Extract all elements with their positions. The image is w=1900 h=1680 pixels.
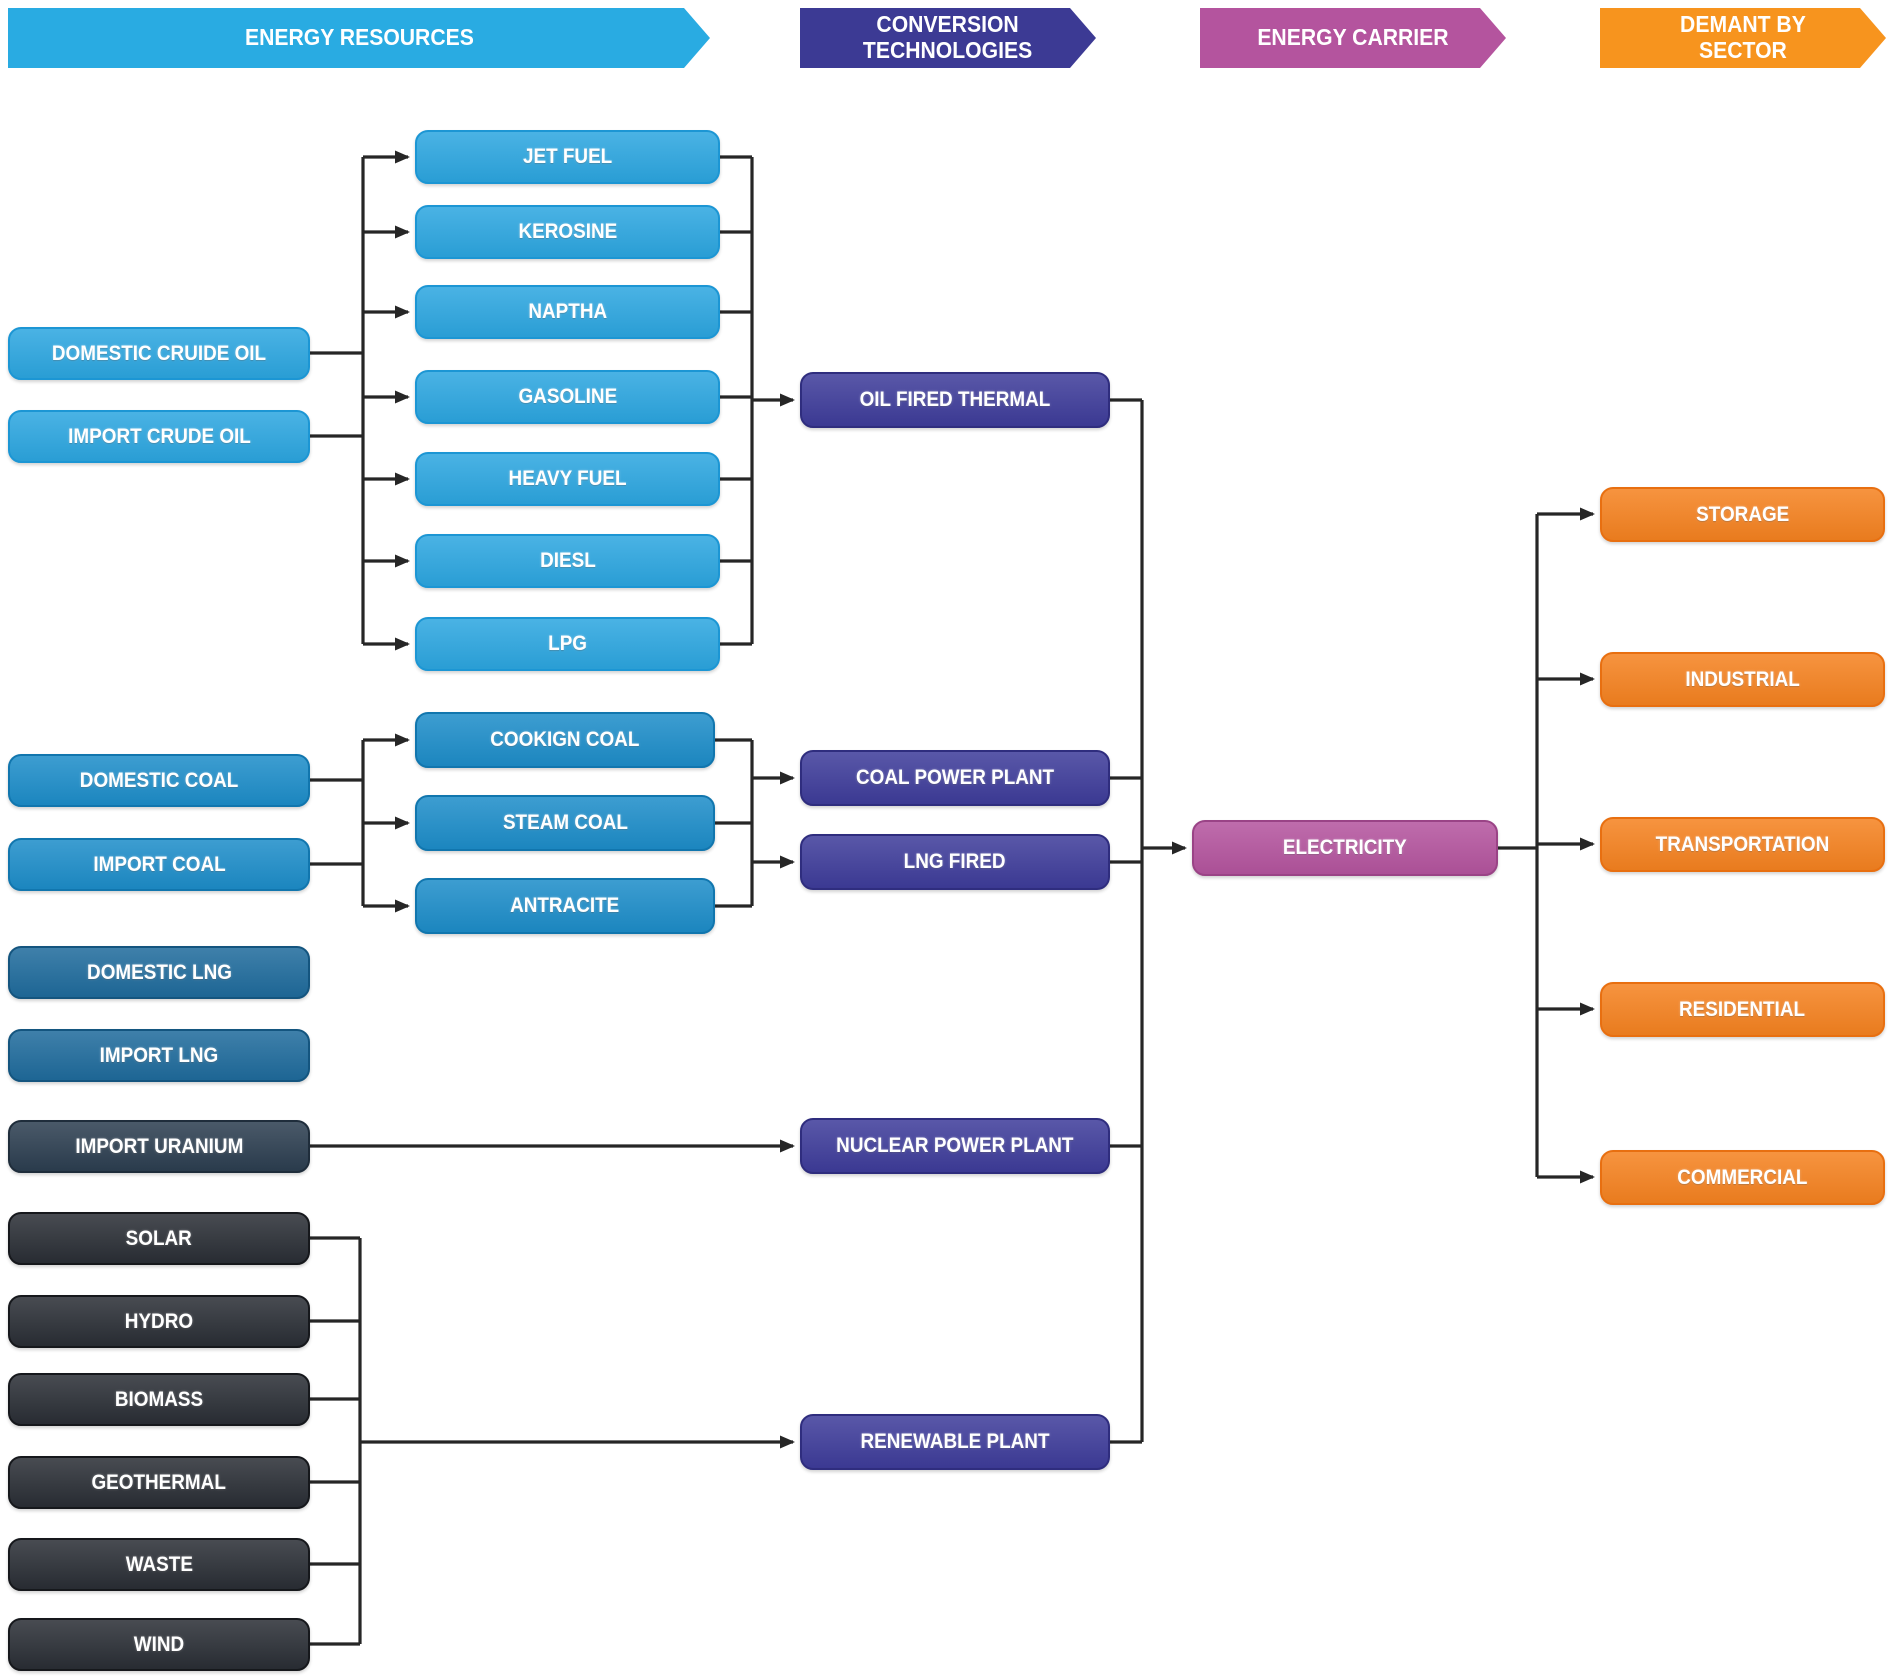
node-domestic-cruide-oil: DOMESTIC CRUIDE OIL <box>8 327 310 380</box>
node-cookign-coal: COOKIGN COAL <box>415 712 715 768</box>
node-oil-fired-thermal: OIL FIRED THERMAL <box>800 372 1110 428</box>
node-diesl: DIESL <box>415 534 720 588</box>
node-residential: RESIDENTIAL <box>1600 982 1885 1037</box>
node-storage: STORAGE <box>1600 487 1885 542</box>
header-demand-by-sector: DEMANT BY SECTOR <box>1600 8 1886 68</box>
node-commercial: COMMERCIAL <box>1600 1150 1885 1205</box>
node-domestic-coal: DOMESTIC COAL <box>8 754 310 807</box>
node-transportation: TRANSPORTATION <box>1600 817 1885 872</box>
node-hydro: HYDRO <box>8 1295 310 1348</box>
node-coal-power-plant: COAL POWER PLANT <box>800 750 1110 806</box>
node-waste: WASTE <box>8 1538 310 1591</box>
node-jet-fuel: JET FUEL <box>415 130 720 184</box>
node-import-crude-oil: IMPORT CRUDE OIL <box>8 410 310 463</box>
header-energy-resources: ENERGY RESOURCES <box>8 8 710 68</box>
node-import-lng: IMPORT LNG <box>8 1029 310 1082</box>
header-conversion-technologies: CONVERSION TECHNOLOGIES <box>800 8 1096 68</box>
node-biomass: BIOMASS <box>8 1373 310 1426</box>
node-import-coal: IMPORT COAL <box>8 838 310 891</box>
node-wind: WIND <box>8 1618 310 1671</box>
node-import-uranium: IMPORT URANIUM <box>8 1120 310 1173</box>
node-nuclear-power-plant: NUCLEAR POWER PLANT <box>800 1118 1110 1174</box>
node-solar: SOLAR <box>8 1212 310 1265</box>
node-antracite: ANTRACITE <box>415 878 715 934</box>
node-electricity: ELECTRICITY <box>1192 820 1498 876</box>
node-geothermal: GEOTHERMAL <box>8 1456 310 1509</box>
node-renewable-plant: RENEWABLE PLANT <box>800 1414 1110 1470</box>
node-naptha: NAPTHA <box>415 285 720 339</box>
node-gasoline: GASOLINE <box>415 370 720 424</box>
node-lpg: LPG <box>415 617 720 671</box>
node-kerosine: KEROSINE <box>415 205 720 259</box>
node-steam-coal: STEAM COAL <box>415 795 715 851</box>
node-industrial: INDUSTRIAL <box>1600 652 1885 707</box>
node-heavy-fuel: HEAVY FUEL <box>415 452 720 506</box>
node-lng-fired: LNG FIRED <box>800 834 1110 890</box>
node-domestic-lng: DOMESTIC LNG <box>8 946 310 999</box>
header-energy-carrier: ENERGY CARRIER <box>1200 8 1506 68</box>
